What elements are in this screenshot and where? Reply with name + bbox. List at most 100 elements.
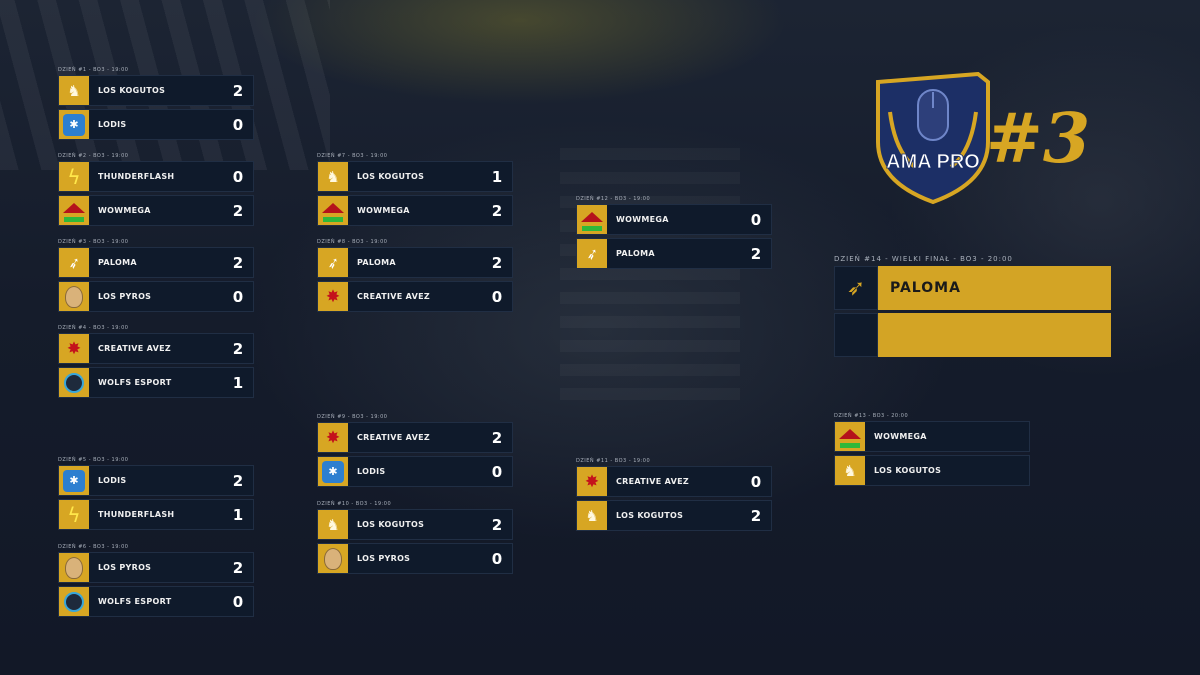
team-score: 2 [750, 244, 762, 263]
team-name: THUNDERFLASH [98, 172, 175, 181]
team-name: WOWMEGA [874, 432, 927, 441]
team-score: 2 [232, 253, 244, 272]
wolf-icon [64, 372, 84, 393]
match-label: DZIEŃ #10 - BO3 - 19:00 [317, 501, 392, 507]
final-team-row[interactable] [834, 313, 1111, 357]
team-score: 2 [491, 515, 503, 534]
potato-icon [324, 547, 342, 570]
final-team-row[interactable]: ➶ PALOMA [834, 266, 1111, 310]
team-logo [59, 368, 89, 397]
team-row[interactable]: ♞ LOS KOGUTOS [834, 455, 1030, 486]
team-logo: ✱ [59, 110, 89, 139]
team-logo [59, 553, 89, 582]
team-logo: ✱ [318, 457, 348, 486]
potato-icon [65, 556, 83, 579]
team-score: 0 [491, 462, 503, 481]
lightning-icon: ϟ [67, 164, 81, 189]
background-stone-wall [560, 140, 740, 400]
team-name: PALOMA [98, 258, 137, 267]
mountain-icon [322, 202, 344, 213]
team-name: CREATIVE AVEZ [616, 477, 689, 486]
team-name: LOS PYROS [357, 554, 411, 563]
team-name: LOS KOGUTOS [357, 520, 425, 529]
team-logo: ϟ [59, 162, 89, 191]
team-name: LODIS [98, 120, 127, 129]
team-logo: ♞ [835, 456, 865, 485]
team-score: 0 [750, 210, 762, 229]
team-name: LOS KOGUTOS [616, 511, 684, 520]
mountain-icon [581, 211, 603, 222]
team-score: 0 [491, 549, 503, 568]
team-score: 2 [232, 201, 244, 220]
team-name: LOS KOGUTOS [874, 466, 942, 475]
bird-icon: ✸ [66, 338, 82, 359]
team-row[interactable]: LOS PYROS 0 [317, 543, 513, 574]
team-name: LOS PYROS [98, 563, 152, 572]
team-row[interactable]: WOWMEGA 2 [58, 195, 254, 226]
dove-icon: ➶ [583, 243, 601, 264]
mountain-icon [839, 428, 861, 439]
rooster-icon: ♞ [843, 461, 857, 480]
team-logo [577, 205, 607, 234]
match-label: DZIEŃ #1 - BO3 - 19:00 [58, 67, 129, 73]
team-row[interactable]: WOWMEGA [834, 421, 1030, 452]
team-logo: ♞ [318, 510, 348, 539]
team-name: WOWMEGA [98, 206, 151, 215]
rooster-icon: ♞ [67, 81, 81, 100]
team-logo [59, 196, 89, 225]
lightning-icon: ϟ [67, 502, 81, 527]
final-team-name: PALOMA [878, 266, 1111, 310]
team-row[interactable]: ♞ LOS KOGUTOS 2 [317, 509, 513, 540]
team-logo [318, 544, 348, 573]
team-score: 0 [750, 472, 762, 491]
team-row[interactable]: ➶ PALOMA 2 [58, 247, 254, 278]
team-logo: ✱ [59, 466, 89, 495]
team-name: WOLFS ESPORT [98, 597, 172, 606]
match-label: DZIEŃ #2 - BO3 - 19:00 [58, 153, 129, 159]
match-label: DZIEŃ #6 - BO3 - 19:00 [58, 544, 129, 550]
dove-icon: ➶ [65, 252, 83, 273]
match-label: DZIEŃ #13 - BO3 - 20:00 [834, 413, 909, 419]
rooster-icon: ♞ [326, 167, 340, 186]
team-logo: ✸ [577, 467, 607, 496]
bear-icon: ✱ [63, 113, 85, 136]
team-row[interactable]: ϟ THUNDERFLASH 0 [58, 161, 254, 192]
team-name: PALOMA [357, 258, 396, 267]
match-label: DZIEŃ #3 - BO3 - 19:00 [58, 239, 129, 245]
final-label: DZIEŃ #14 - WIELKI FINAŁ - BO3 - 20:00 [834, 255, 1013, 263]
match-m11: DZIEŃ #11 - BO3 - 19:00 ✸ CREATIVE AVEZ 0 ♞L… [576, 457, 772, 534]
team-score: 0 [232, 287, 244, 306]
team-row[interactable]: ✸ CREATIVE AVEZ 0 [576, 466, 772, 497]
team-logo: ϟ [59, 500, 89, 529]
ama-pro-logo: AMA PRO #3 [876, 72, 1090, 205]
team-score: 1 [491, 167, 503, 186]
team-score: 0 [232, 167, 244, 186]
team-score: 1 [232, 373, 244, 392]
team-row[interactable]: ✱ LODIS 0 [317, 456, 513, 487]
match-label: DZIEŃ #11 - BO3 - 19:00 [576, 458, 651, 464]
team-name: LODIS [357, 467, 386, 476]
team-score: 2 [232, 471, 244, 490]
